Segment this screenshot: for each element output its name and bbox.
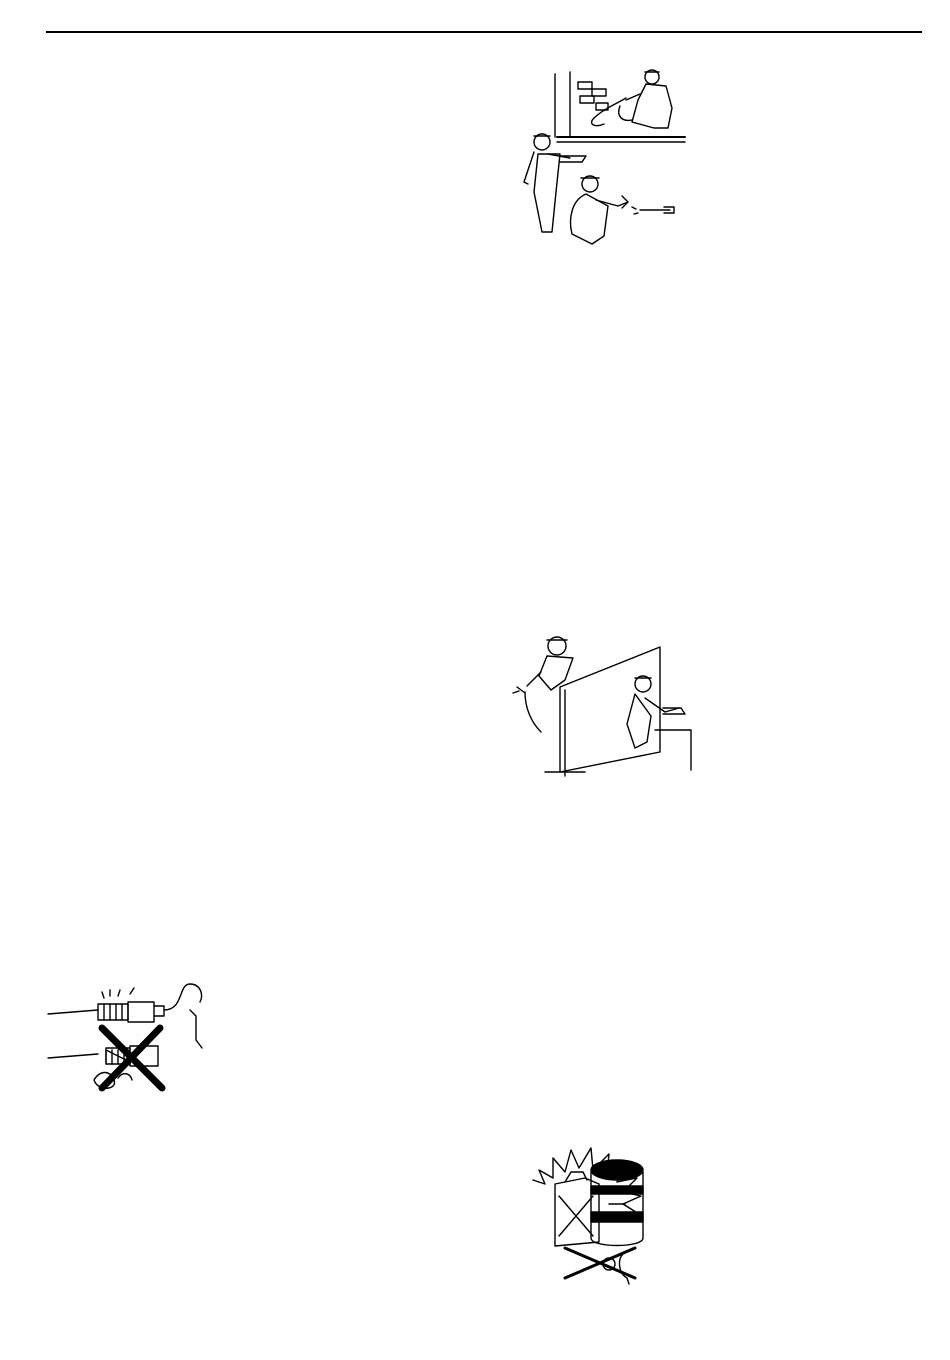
header-rule [46, 31, 922, 33]
flying-parts-hazard-figure [500, 62, 690, 252]
explosive-atmosphere-figure [525, 1120, 670, 1285]
retainer-required-figure [44, 980, 219, 1095]
protective-screen-figure [505, 632, 695, 782]
